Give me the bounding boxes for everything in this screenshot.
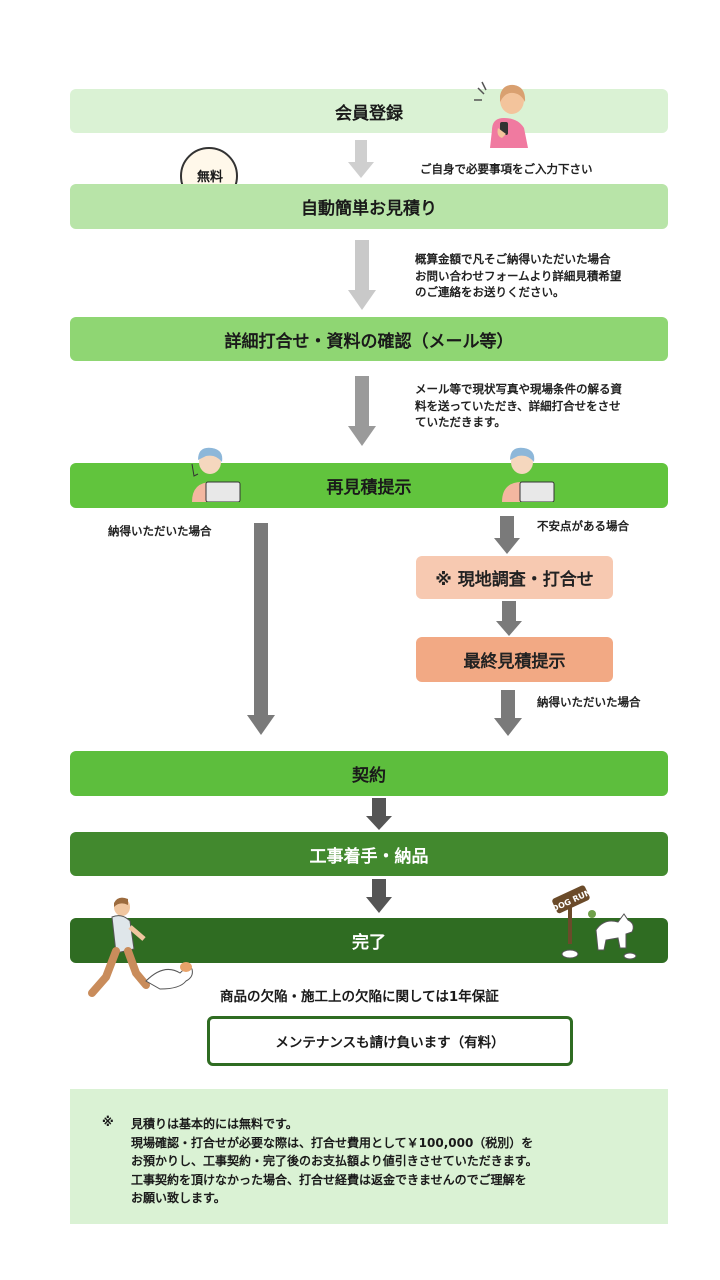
step-auto-estimate: 自動簡単お見積り	[70, 184, 668, 229]
note-materials: メール等で現状写真や現場条件の解る資 料を送っていただき、詳細打合せをさせ てい…	[415, 382, 622, 429]
flow-arrow	[494, 690, 522, 736]
step-site-survey: ※ 現地調査・打合せ	[416, 556, 613, 599]
step-label: 最終見積提示	[463, 652, 566, 672]
flow-arrow	[366, 798, 392, 830]
step-label: 自動簡単お見積り	[301, 199, 437, 219]
step-construction: 工事着手・納品	[70, 832, 668, 876]
step-label: 完了	[352, 933, 386, 953]
runner-with-dog-illustration	[88, 897, 193, 997]
step-label: 工事着手・納品	[309, 846, 429, 867]
flow-arrow	[366, 879, 392, 913]
step-label: 詳細打合せ・資料の確認（メール等）	[224, 331, 514, 352]
branch-label-concerns: 不安点がある場合	[537, 519, 629, 533]
footer-text: 見積りは基本的には無料です。 現場確認・打合せが必要な際は、打合せ費用として￥1…	[131, 1117, 538, 1205]
footer-notice: ※ 見積りは基本的には無料です。 現場確認・打合せが必要な際は、打合せ費用として…	[70, 1089, 668, 1224]
flow-arrow	[496, 601, 522, 636]
step-re-estimate: 再見積提示	[70, 463, 668, 508]
flow-arrow	[348, 240, 376, 310]
step-contract: 契約	[70, 751, 668, 796]
step-member-registration: 会員登録	[70, 89, 668, 133]
step-final-estimate: 最終見積提示	[416, 637, 613, 682]
step-label: 再見積提示	[326, 478, 412, 498]
dog-run-sign-illustration: DOG RUN	[552, 885, 637, 960]
maintenance-box: メンテナンスも請け負います（有料）	[207, 1016, 573, 1066]
flow-arrow	[348, 376, 376, 446]
flow-arrow	[494, 516, 520, 554]
person-at-laptop-illustration	[502, 447, 555, 502]
branch-label-final-satisfied: 納得いただいた場合	[537, 695, 641, 709]
flow-arrow	[348, 140, 374, 178]
step-detailed-meeting: 詳細打合せ・資料の確認（メール等）	[70, 317, 668, 361]
step-label: ※ 現地調査・打合せ	[435, 570, 594, 590]
flow-arrow-long	[247, 523, 275, 735]
branch-label-satisfied: 納得いただいた場合	[108, 524, 212, 538]
note-estimate: 概算金額で凡そご納得いただいた場合 お問い合わせフォームより詳細見積希望 のご連…	[415, 252, 622, 299]
guarantee-text: 商品の欠陥・施工上の欠陥に関しては1年保証	[220, 989, 499, 1005]
step-label: 契約	[352, 766, 386, 786]
note-input: ご自身で必要事項をご入力下さい	[420, 162, 593, 176]
woman-with-phone-illustration	[474, 81, 528, 148]
person-at-laptop-illustration	[191, 447, 241, 502]
footer-mark: ※	[102, 1115, 114, 1129]
free-badge-label: 無料	[196, 170, 223, 185]
maintenance-label: メンテナンスも請け負います（有料）	[275, 1035, 505, 1051]
step-label: 会員登録	[335, 103, 403, 124]
